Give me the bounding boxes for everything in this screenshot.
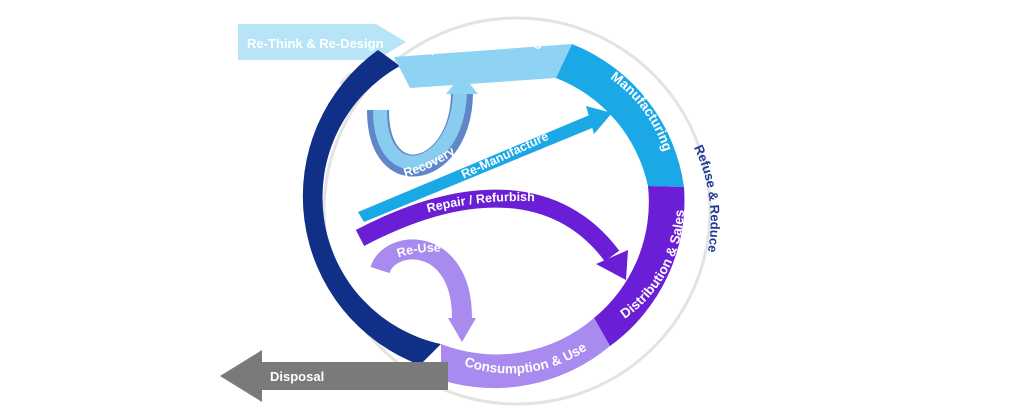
- repair-label: Repair / Refurbish: [425, 190, 535, 215]
- outer-ring: [322, 16, 712, 406]
- disposal-label: Disposal: [270, 369, 324, 384]
- rethink-banner-label: Re-Think & Re-Design: [247, 36, 384, 51]
- segment-collection: [302, 50, 441, 365]
- segment-manufacturing: [556, 44, 684, 187]
- remanufacture-label: Re-Manufacture: [459, 129, 551, 181]
- refuse-reduce-label: Refuse & Reduce: [691, 142, 723, 253]
- rethink-banner: Re-Think & Re-Design: [238, 24, 406, 60]
- repair-arrowhead-icon: [596, 250, 628, 280]
- segment-distribution: [594, 186, 685, 346]
- disposal-arrow: Disposal: [220, 350, 448, 402]
- remanufacture-arrow: [358, 106, 612, 222]
- reuse-arrowhead-icon: [448, 318, 476, 342]
- reuse-arrow: [370, 239, 476, 342]
- repair-arrow: [355, 189, 628, 280]
- segment-material-sourcing: [394, 44, 572, 88]
- remanufacture-arrowhead-icon: [586, 106, 612, 134]
- recovery-arrowhead-icon: [446, 74, 478, 94]
- segment-consumption: [441, 318, 610, 389]
- recovery-arrow: [367, 74, 478, 177]
